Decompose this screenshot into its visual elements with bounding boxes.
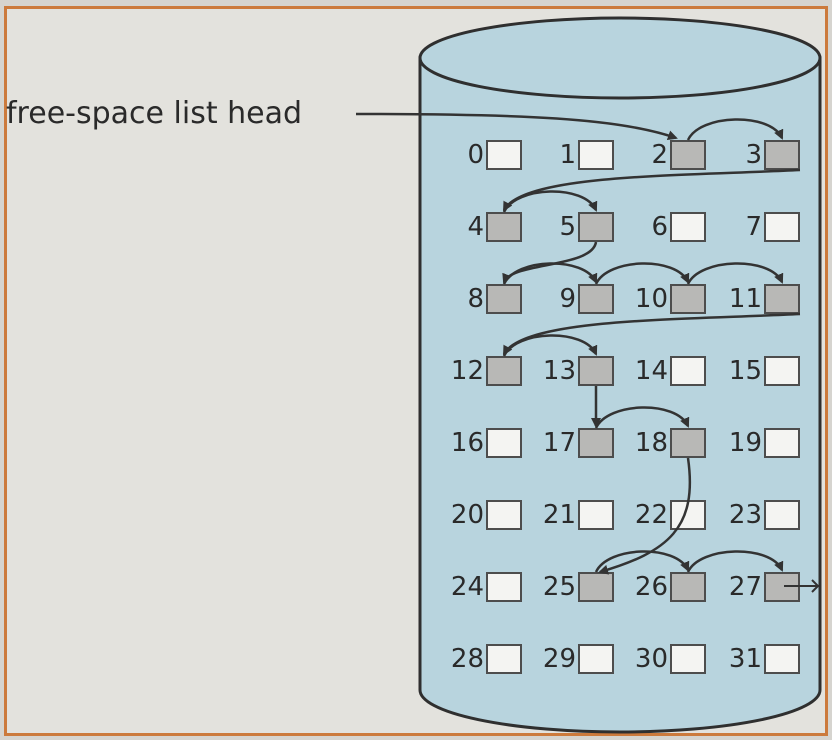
block-number-21: 21 — [542, 500, 576, 530]
free-block-13 — [578, 356, 614, 386]
link-11-to-12 — [502, 312, 801, 356]
block-number-26: 26 — [634, 572, 668, 602]
link-12-to-13 — [502, 334, 598, 357]
block-number-7: 7 — [745, 212, 762, 242]
link-2-to-3 — [686, 118, 784, 141]
next-pointer-stub — [784, 579, 820, 593]
block-number-1: 1 — [559, 140, 576, 170]
block-15 — [764, 356, 800, 386]
block-number-9: 9 — [559, 284, 576, 314]
block-number-18: 18 — [634, 428, 668, 458]
block-number-27: 27 — [728, 572, 762, 602]
block-29 — [578, 644, 614, 674]
free-block-25 — [578, 572, 614, 602]
free-block-2 — [670, 140, 706, 170]
block-28 — [486, 644, 522, 674]
block-6 — [670, 212, 706, 242]
block-number-14: 14 — [634, 356, 668, 386]
free-block-11 — [764, 284, 800, 314]
block-number-19: 19 — [728, 428, 762, 458]
block-7 — [764, 212, 800, 242]
block-20 — [486, 500, 522, 530]
block-number-25: 25 — [542, 572, 576, 602]
block-number-4: 4 — [467, 212, 484, 242]
block-number-30: 30 — [634, 644, 668, 674]
link-18-to-25 — [598, 457, 692, 575]
block-number-12: 12 — [450, 356, 484, 386]
free-block-3 — [764, 140, 800, 170]
block-30 — [670, 644, 706, 674]
link-9-to-10 — [594, 262, 690, 285]
block-number-6: 6 — [651, 212, 668, 242]
block-number-28: 28 — [450, 644, 484, 674]
link-17-to-18 — [594, 406, 690, 429]
link-3-to-4 — [502, 168, 801, 212]
block-number-20: 20 — [450, 500, 484, 530]
free-space-list-head-label: free-space list head — [6, 96, 303, 131]
block-31 — [764, 644, 800, 674]
free-block-17 — [578, 428, 614, 458]
block-19 — [764, 428, 800, 458]
block-number-13: 13 — [542, 356, 576, 386]
block-number-3: 3 — [745, 140, 762, 170]
link-8-to-9 — [502, 262, 598, 285]
free-block-26 — [670, 572, 706, 602]
block-21 — [578, 500, 614, 530]
block-number-2: 2 — [651, 140, 668, 170]
free-block-18 — [670, 428, 706, 458]
link-25-to-26 — [594, 550, 690, 573]
free-block-9 — [578, 284, 614, 314]
block-1 — [578, 140, 614, 170]
block-24 — [486, 572, 522, 602]
block-number-22: 22 — [634, 500, 668, 530]
link-4-to-5 — [502, 190, 598, 213]
link-26-to-27 — [686, 550, 784, 573]
free-block-5 — [578, 212, 614, 242]
block-number-15: 15 — [728, 356, 762, 386]
block-number-24: 24 — [450, 572, 484, 602]
block-number-10: 10 — [634, 284, 668, 314]
free-block-12 — [486, 356, 522, 386]
block-0 — [486, 140, 522, 170]
link-5-to-8 — [502, 241, 598, 284]
free-block-8 — [486, 284, 522, 314]
block-number-0: 0 — [467, 140, 484, 170]
head-pointer-arrow — [355, 112, 678, 141]
free-block-10 — [670, 284, 706, 314]
block-number-16: 16 — [450, 428, 484, 458]
block-number-11: 11 — [728, 284, 762, 314]
block-23 — [764, 500, 800, 530]
block-number-5: 5 — [559, 212, 576, 242]
cylinder-top — [418, 16, 822, 100]
link-10-to-11 — [686, 262, 784, 285]
block-number-8: 8 — [467, 284, 484, 314]
block-14 — [670, 356, 706, 386]
block-number-29: 29 — [542, 644, 576, 674]
block-number-17: 17 — [542, 428, 576, 458]
free-block-4 — [486, 212, 522, 242]
block-number-23: 23 — [728, 500, 762, 530]
block-16 — [486, 428, 522, 458]
block-number-31: 31 — [728, 644, 762, 674]
